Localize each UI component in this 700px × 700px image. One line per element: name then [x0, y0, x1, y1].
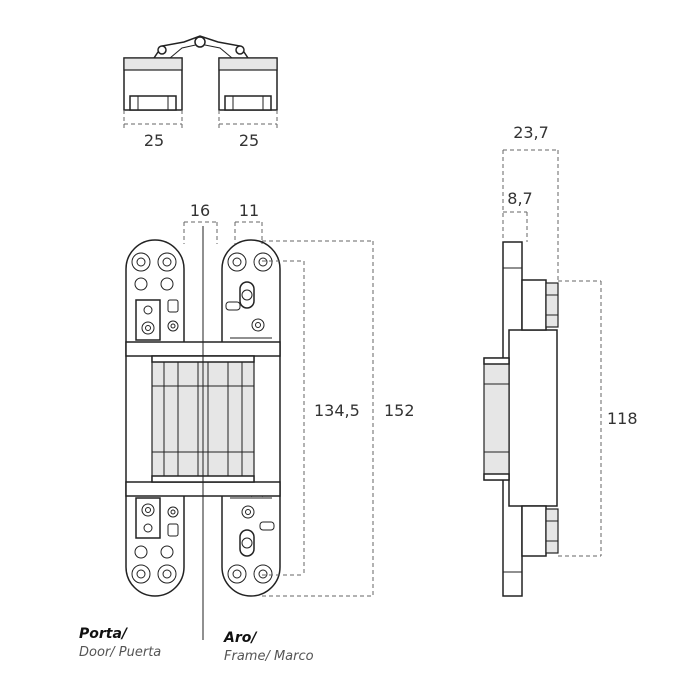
side-view: 23,7 8,7 118: [483, 123, 638, 597]
dim-inner-length: 134,5: [314, 401, 360, 420]
dim-total-length: 152: [384, 401, 415, 420]
dim-top-left: 25: [144, 131, 164, 150]
dim-side-plate: 8,7: [507, 189, 532, 208]
door-label-title: Porta/: [79, 626, 129, 642]
frame-label-title: Aro/: [223, 630, 258, 646]
top-view: 25 25: [123, 35, 278, 150]
dim-screw-offset: 11: [239, 201, 259, 220]
front-view: 16 11 134,5 152: [125, 201, 415, 640]
dim-side-body: 118: [607, 409, 638, 428]
door-label-sub: Door/ Puerta: [79, 645, 161, 660]
labels: Porta/ Door/ Puerta Aro/ Frame/ Marco: [79, 626, 314, 664]
frame-label-sub: Frame/ Marco: [224, 649, 314, 664]
dim-pin-offset: 16: [190, 201, 210, 220]
dim-side-depth: 23,7: [513, 123, 549, 142]
dim-top-right: 25: [239, 131, 259, 150]
